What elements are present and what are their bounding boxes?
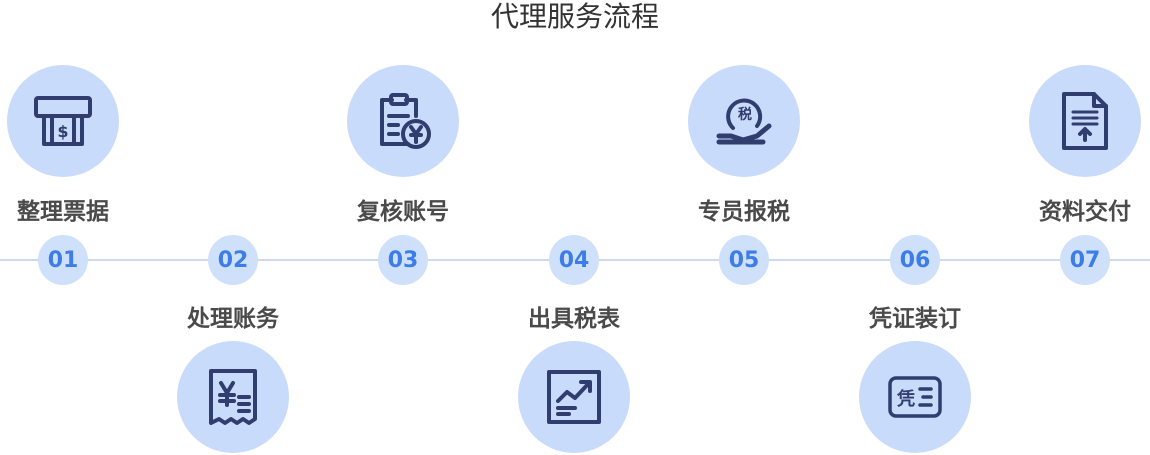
step-number: 06: [890, 235, 940, 285]
step-label: 复核账号: [357, 199, 449, 225]
step-circle: 税: [688, 65, 800, 177]
page-title: 代理服务流程: [490, 0, 659, 33]
clipboard-yen-icon: [372, 90, 434, 152]
step-circle: [1029, 65, 1141, 177]
document-upload-icon: [1060, 90, 1110, 152]
step-circle: $: [7, 65, 119, 177]
svg-text:凭: 凭: [896, 388, 915, 410]
chart-report-icon: [545, 368, 603, 426]
step-label: 凭证装订: [869, 306, 961, 332]
step-number: 05: [719, 235, 769, 285]
voucher-icon: 凭: [887, 375, 943, 419]
step-number: 07: [1060, 235, 1110, 285]
step-label: 资料交付: [1039, 199, 1131, 225]
step-label: 处理账务: [187, 306, 279, 332]
step-circle: [347, 65, 459, 177]
step-circle: [518, 341, 630, 453]
tax-hand-icon: 税: [713, 92, 775, 150]
yen-receipt-icon: [205, 367, 261, 427]
step-number: 03: [378, 235, 428, 285]
step-number: 01: [38, 235, 88, 285]
svg-text:税: 税: [738, 106, 752, 123]
step-number: 02: [208, 235, 258, 285]
step-label: 出具税表: [528, 306, 620, 332]
step-number: 04: [549, 235, 599, 285]
step-circle: 凭: [859, 341, 971, 453]
step-circle: [177, 341, 289, 453]
step-label: 整理票据: [17, 199, 109, 225]
step-label: 专员报税: [698, 199, 790, 225]
atm-cash-icon: $: [32, 94, 94, 148]
svg-text:$: $: [57, 122, 68, 141]
